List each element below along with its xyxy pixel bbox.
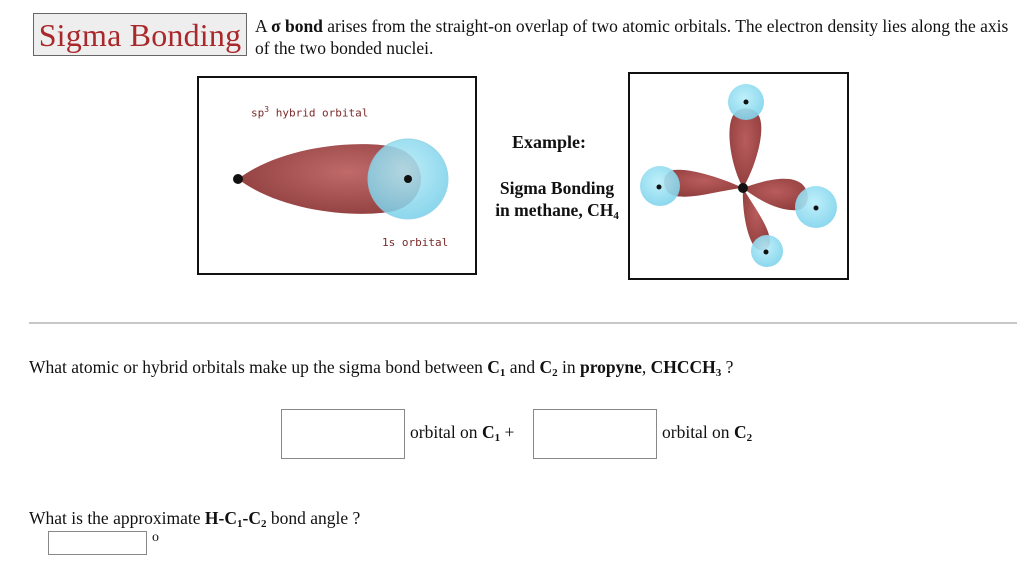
orbital-c2-label: orbital on C2 xyxy=(662,422,753,444)
example-title: Example: xyxy=(512,132,586,152)
orbital-c2-input[interactable] xyxy=(533,409,657,459)
methane-svg xyxy=(640,84,837,267)
lobe-top xyxy=(729,108,762,188)
overlap-svg xyxy=(233,138,449,220)
intro-prefix: A xyxy=(255,16,272,36)
question-2: What is the approximate H-C1-C2 bond ang… xyxy=(29,508,361,530)
carbon-nucleus xyxy=(233,174,243,184)
sp3-label: sp3 hybrid orbital xyxy=(251,105,369,120)
intro-text: A σ bond arises from the straight-on ove… xyxy=(255,15,1015,59)
intro-bold: σ bond xyxy=(271,16,323,36)
degree-symbol: o xyxy=(152,530,159,545)
orbital-c1-input[interactable] xyxy=(281,409,405,459)
lobe-bottom xyxy=(742,188,771,251)
example-line1: Sigma Bonding xyxy=(499,178,615,198)
page-title: Sigma Bonding xyxy=(38,16,242,53)
carbon-center xyxy=(738,183,748,193)
1s-label: 1s orbital xyxy=(382,236,449,249)
question-1: What atomic or hybrid orbitals make up t… xyxy=(29,357,734,379)
example-line2: in methane, CH4 xyxy=(495,200,619,222)
orbital-c1-label: orbital on C1 + xyxy=(410,422,515,444)
example-caption: Sigma Bonding in methane, CH4 xyxy=(482,177,632,227)
bond-angle-input[interactable] xyxy=(48,531,147,555)
sp3-1s-overlap-diagram: sp3 hybrid orbital 1s orbital xyxy=(197,76,477,275)
lobe-right xyxy=(743,178,808,211)
hydrogen-nucleus xyxy=(404,175,412,183)
section-divider xyxy=(29,322,1017,324)
intro-rest: arises from the straight-on overlap of t… xyxy=(255,16,1009,58)
lobe-left xyxy=(663,169,743,197)
methane-diagram xyxy=(628,72,849,280)
title-box: Sigma Bonding xyxy=(33,13,247,56)
